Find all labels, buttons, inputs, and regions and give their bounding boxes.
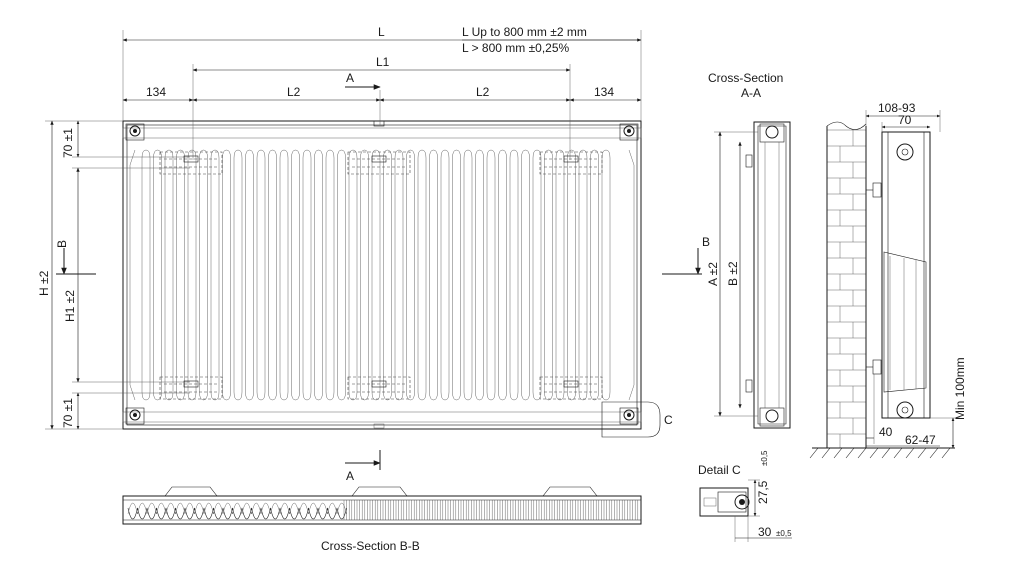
dim-height: H ±2 [37,270,51,296]
detail-c-marker: C [664,413,673,427]
cross-section-aa-subtitle: A-A [741,86,761,100]
dim-mid-left: L2 [287,85,301,99]
detail-c-outline [601,401,661,438]
section-a-markers: A A [345,71,381,483]
section-a-top-label: A [346,71,354,85]
horizontal-dimensions: L L Up to 800 mm ±2 mm L > 800 mm ±0,25%… [122,25,642,160]
dim-side-right: 134 [594,85,614,99]
convector-fins [141,149,611,401]
corner-fittings [125,123,639,425]
bb-convector-left [127,502,347,520]
vertical-dimensions: H ±2 70 ±1 H1 ±2 70 ±1 [37,120,190,430]
dim-top-offset: 70 ±1 [61,128,75,158]
dim-bracket-height: H1 ±2 [63,290,77,322]
dim-a: A ±2 [706,262,720,286]
dim-side-left: 134 [146,85,166,99]
cross-section-aa-title: Cross-Section [708,71,783,85]
dim-wall-gap: 40 [879,425,893,439]
detail-c-horizontal-dim: 30 [758,525,772,539]
cross-section-bb-title: Cross-Section B-B [321,539,420,553]
dim-bracket-depth: 62-47 [905,433,936,447]
detail-c-title: Detail C [698,463,741,477]
detail-c-horizontal-tol: ±0,5 [776,529,792,538]
section-b-markers: B B [55,235,710,275]
dim-bottom-offset: 70 ±1 [61,398,75,428]
dim-mid-right: L2 [476,85,490,99]
bb-convector-right [343,500,639,520]
front-view: C [122,120,673,438]
dim-depth: 108-93 [878,101,916,115]
dim-tolerance-long: L > 800 mm ±0,25% [462,41,570,55]
detail-c-vertical-tol: ±0,5 [760,450,769,466]
dim-b: B ±2 [726,261,740,286]
dim-floor-gap: Min 100mm [953,357,967,420]
section-b-left-label: B [55,240,69,248]
dim-body-depth: 70 [898,113,912,127]
detail-c: Detail C 27,5 ±0,5 30 ±0,5 [698,450,792,542]
cross-section-bb: Cross-Section B-B [122,486,642,553]
cross-section-aa: Cross-Section A-A A ±2 B ±2 [706,71,791,429]
detail-c-vertical-dim: 27,5 [756,480,770,504]
floor-hatch [809,447,951,459]
mounting-brackets [159,151,603,400]
wall-bricks [827,129,866,448]
dim-center-span: L1 [376,55,390,69]
section-a-bottom-label: A [346,469,354,483]
dim-total-length: L [378,25,385,39]
section-b-right-label: B [702,235,710,249]
side-view: 108-93 70 Min 100mm 40 62-47 [809,101,967,459]
dim-tolerance-short: L Up to 800 mm ±2 mm [462,25,587,39]
